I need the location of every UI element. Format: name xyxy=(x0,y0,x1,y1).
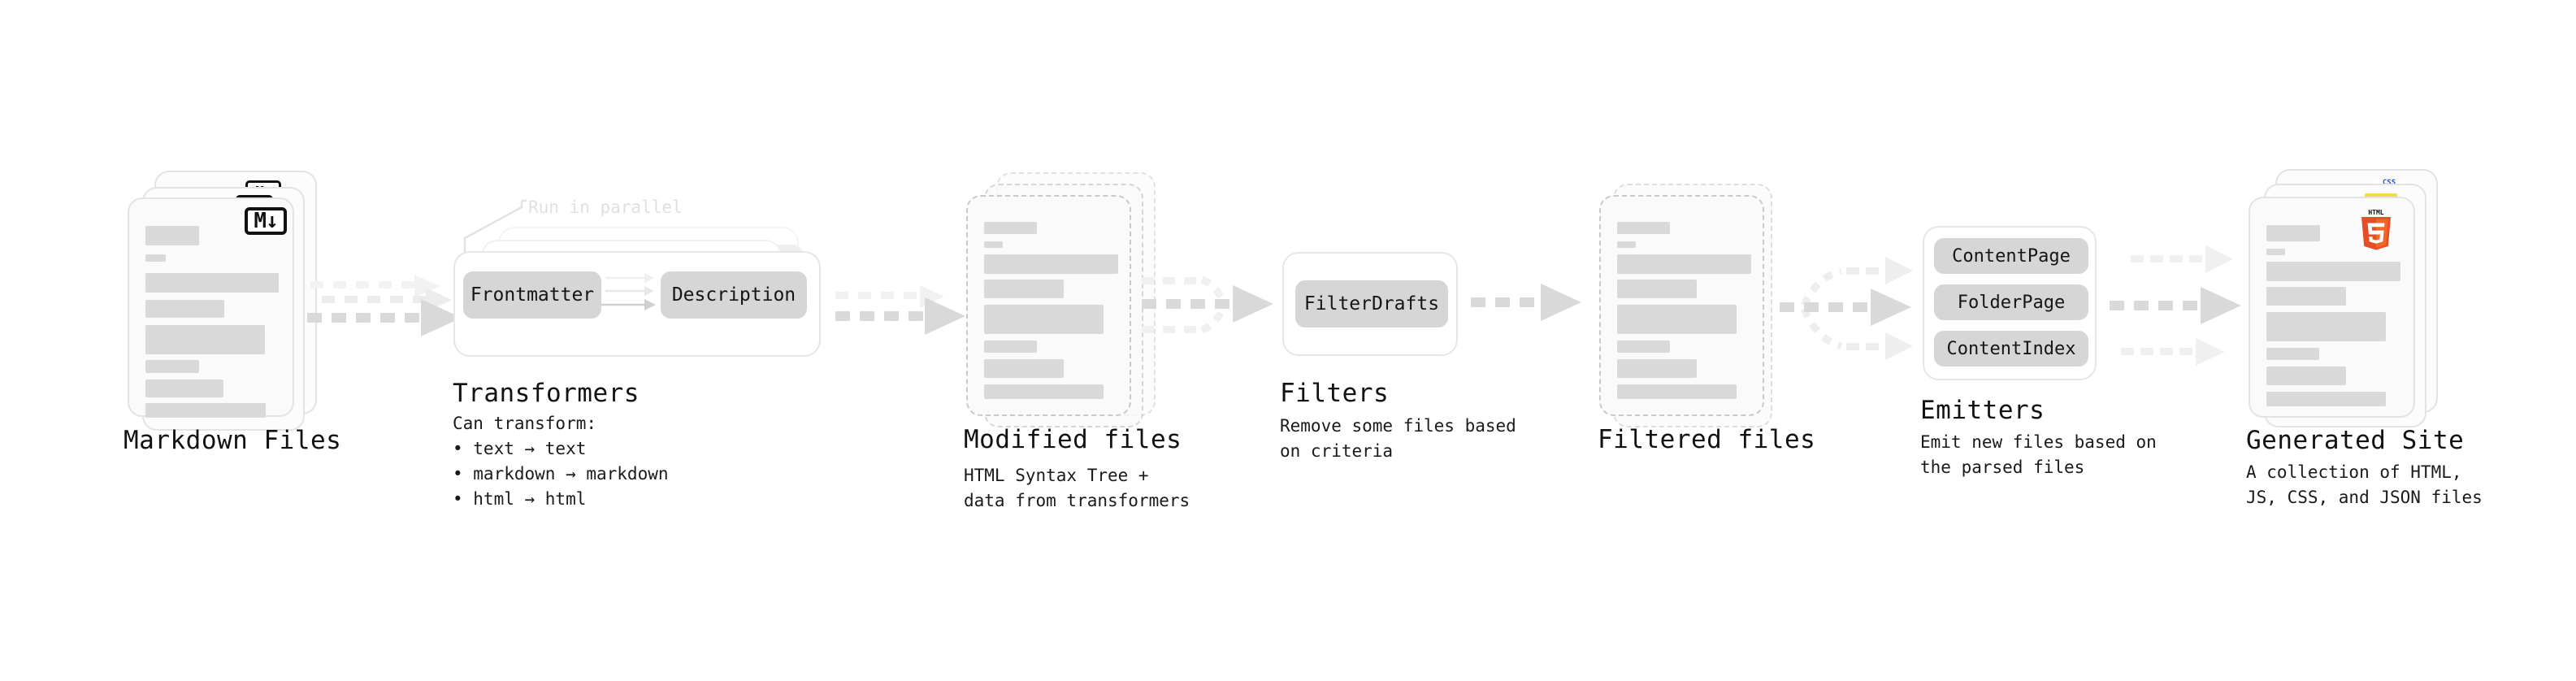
transformers-box-front[interactable]: Frontmatter Description xyxy=(453,251,821,357)
doc-bar xyxy=(2266,249,2285,255)
connector-filtered-to-emitters xyxy=(1780,236,1922,382)
markdown-card-front[interactable] xyxy=(128,197,294,418)
doc-bar xyxy=(2266,225,2320,241)
doc-bar xyxy=(1617,254,1751,274)
transformer-chip-frontmatter[interactable]: Frontmatter xyxy=(463,271,601,319)
stage-title-filtered-files: Filtered files xyxy=(1598,425,1816,454)
filtered-card-front[interactable] xyxy=(1599,195,1764,416)
svg-text:HTML: HTML xyxy=(2368,209,2383,216)
doc-bar xyxy=(145,300,224,318)
doc-bar xyxy=(984,359,1064,378)
html5-badge: HTML xyxy=(2357,207,2396,251)
stage-title-markdown-files: Markdown Files xyxy=(124,426,342,455)
doc-bar xyxy=(984,241,1003,248)
doc-bar xyxy=(1617,340,1670,353)
doc-bar xyxy=(2266,287,2346,306)
transformer-chip-description[interactable]: Description xyxy=(661,271,807,319)
stage-title-modified-files: Modified files xyxy=(964,425,1182,454)
modified-card-front[interactable] xyxy=(966,195,1131,416)
stage-desc-filters: Remove some files based on criteria xyxy=(1280,416,1516,461)
stage-desc-modified-files: HTML Syntax Tree + data from transformer… xyxy=(964,466,1190,510)
doc-bar xyxy=(145,254,166,262)
connector-modified-to-filters xyxy=(1142,264,1280,354)
stage-desc-generated-site: A collection of HTML, JS, CSS, and JSON … xyxy=(2246,462,2483,507)
doc-bar xyxy=(984,340,1037,353)
markdown-badge-arrow: ↓ xyxy=(266,209,279,233)
stage-title-generated-site: Generated Site xyxy=(2246,426,2465,455)
doc-bar xyxy=(1617,280,1697,298)
doc-bar xyxy=(1617,222,1670,234)
emitter-chip-folderpage[interactable]: FolderPage xyxy=(1934,284,2088,320)
doc-bar xyxy=(145,380,223,397)
emitter-chip-contentpage[interactable]: ContentPage xyxy=(1934,238,2088,274)
markdown-badge-letter: M xyxy=(254,209,267,233)
doc-bar xyxy=(2266,312,2386,341)
connector-markdown-to-transformers xyxy=(307,268,462,358)
markdown-badge-front: M↓ xyxy=(245,207,287,235)
doc-bar xyxy=(984,280,1064,298)
stage-desc-transformers: Can transform: • text → text • markdown … xyxy=(453,414,669,509)
stage-title-filters: Filters xyxy=(1280,379,1390,408)
connector-filters-to-filtered xyxy=(1471,283,1593,332)
css-badge-label: CSS xyxy=(2382,179,2396,187)
stage-title-emitters: Emitters xyxy=(1920,396,2045,425)
doc-bar xyxy=(2266,348,2319,360)
doc-bar xyxy=(1617,305,1737,334)
doc-bar xyxy=(1617,241,1636,248)
filters-box[interactable]: FilterDrafts xyxy=(1282,252,1458,356)
doc-bar xyxy=(145,226,199,245)
doc-bar xyxy=(2266,392,2386,406)
filter-chip-filterdrafts[interactable]: FilterDrafts xyxy=(1295,280,1448,327)
doc-bar xyxy=(984,384,1104,399)
doc-bar xyxy=(1617,384,1737,399)
doc-bar xyxy=(984,254,1118,274)
doc-bar xyxy=(2266,262,2400,281)
emitters-box[interactable]: ContentPage FolderPage ContentIndex xyxy=(1923,226,2097,380)
doc-bar xyxy=(145,360,199,373)
emitter-chip-contentindex[interactable]: ContentIndex xyxy=(1934,331,2088,367)
stage-title-transformers: Transformers xyxy=(453,379,640,408)
connector-transformers-to-modified xyxy=(835,280,965,354)
doc-bar xyxy=(145,403,266,418)
doc-bar xyxy=(145,325,265,354)
connector-emitters-to-site xyxy=(2110,232,2256,378)
doc-bar xyxy=(984,222,1037,234)
run-in-parallel-label: Run in parallel xyxy=(528,197,683,217)
doc-bar xyxy=(984,305,1104,334)
stage-desc-emitters: Emit new files based on the parsed files xyxy=(1920,432,2157,477)
doc-bar xyxy=(1617,359,1697,378)
doc-bar xyxy=(145,273,279,293)
doc-bar xyxy=(2266,367,2346,385)
